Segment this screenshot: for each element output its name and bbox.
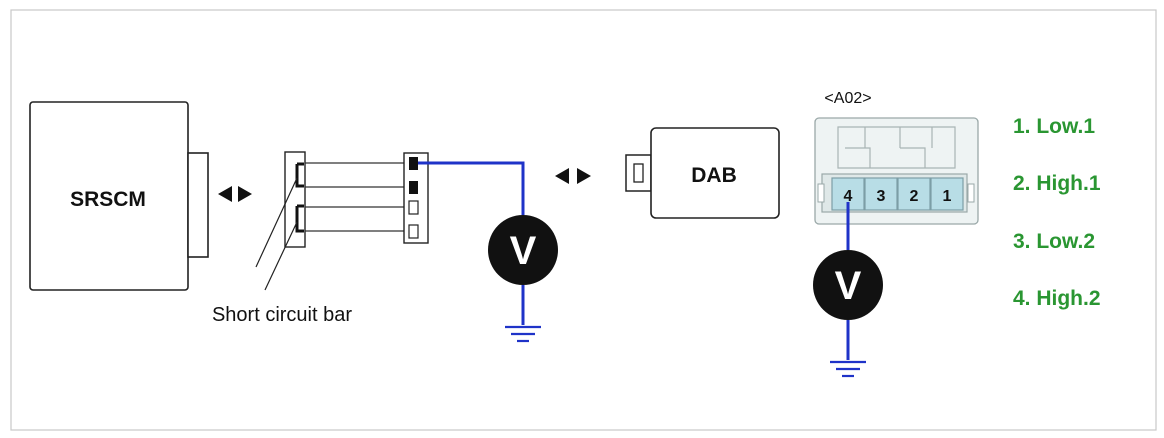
srscm-module: SRSCM bbox=[29, 101, 209, 291]
left-ground-icon bbox=[505, 325, 541, 343]
pin-label: 4 bbox=[844, 188, 853, 205]
right-voltmeter: V bbox=[813, 250, 883, 320]
pin-label: 1 bbox=[943, 188, 952, 205]
dab-label: DAB bbox=[691, 164, 737, 187]
right-ground-icon bbox=[830, 360, 866, 378]
terminal-block bbox=[403, 152, 429, 244]
dab-module: DAB bbox=[625, 127, 780, 219]
pin-label: 2 bbox=[910, 188, 919, 205]
legend-item: 2. High.1 bbox=[1013, 172, 1101, 195]
legend-item: 3. Low.2 bbox=[1013, 230, 1095, 253]
legend-item: 4. High.2 bbox=[1013, 287, 1101, 310]
short-circuit-bar-connector bbox=[255, 151, 306, 291]
right-voltmeter-symbol: V bbox=[835, 264, 862, 308]
left-voltmeter: V bbox=[488, 215, 558, 285]
legend-item: 1. Low.1 bbox=[1013, 115, 1095, 138]
pin-label: 3 bbox=[877, 188, 886, 205]
connect-arrows-left bbox=[218, 186, 252, 202]
pin-legend: 1. Low.1 2. High.1 3. Low.2 4. High.2 bbox=[1013, 115, 1101, 310]
srscm-label: SRSCM bbox=[70, 188, 146, 211]
harness-wires bbox=[305, 162, 405, 232]
left-voltmeter-wire bbox=[418, 161, 525, 325]
connect-arrows-middle bbox=[555, 168, 591, 184]
connector-code-label: <A02> bbox=[824, 90, 871, 107]
left-voltmeter-symbol: V bbox=[510, 229, 537, 273]
a02-pin-row: 4 3 2 1 bbox=[831, 177, 964, 211]
short-circuit-bar-label: Short circuit bar bbox=[212, 304, 352, 326]
